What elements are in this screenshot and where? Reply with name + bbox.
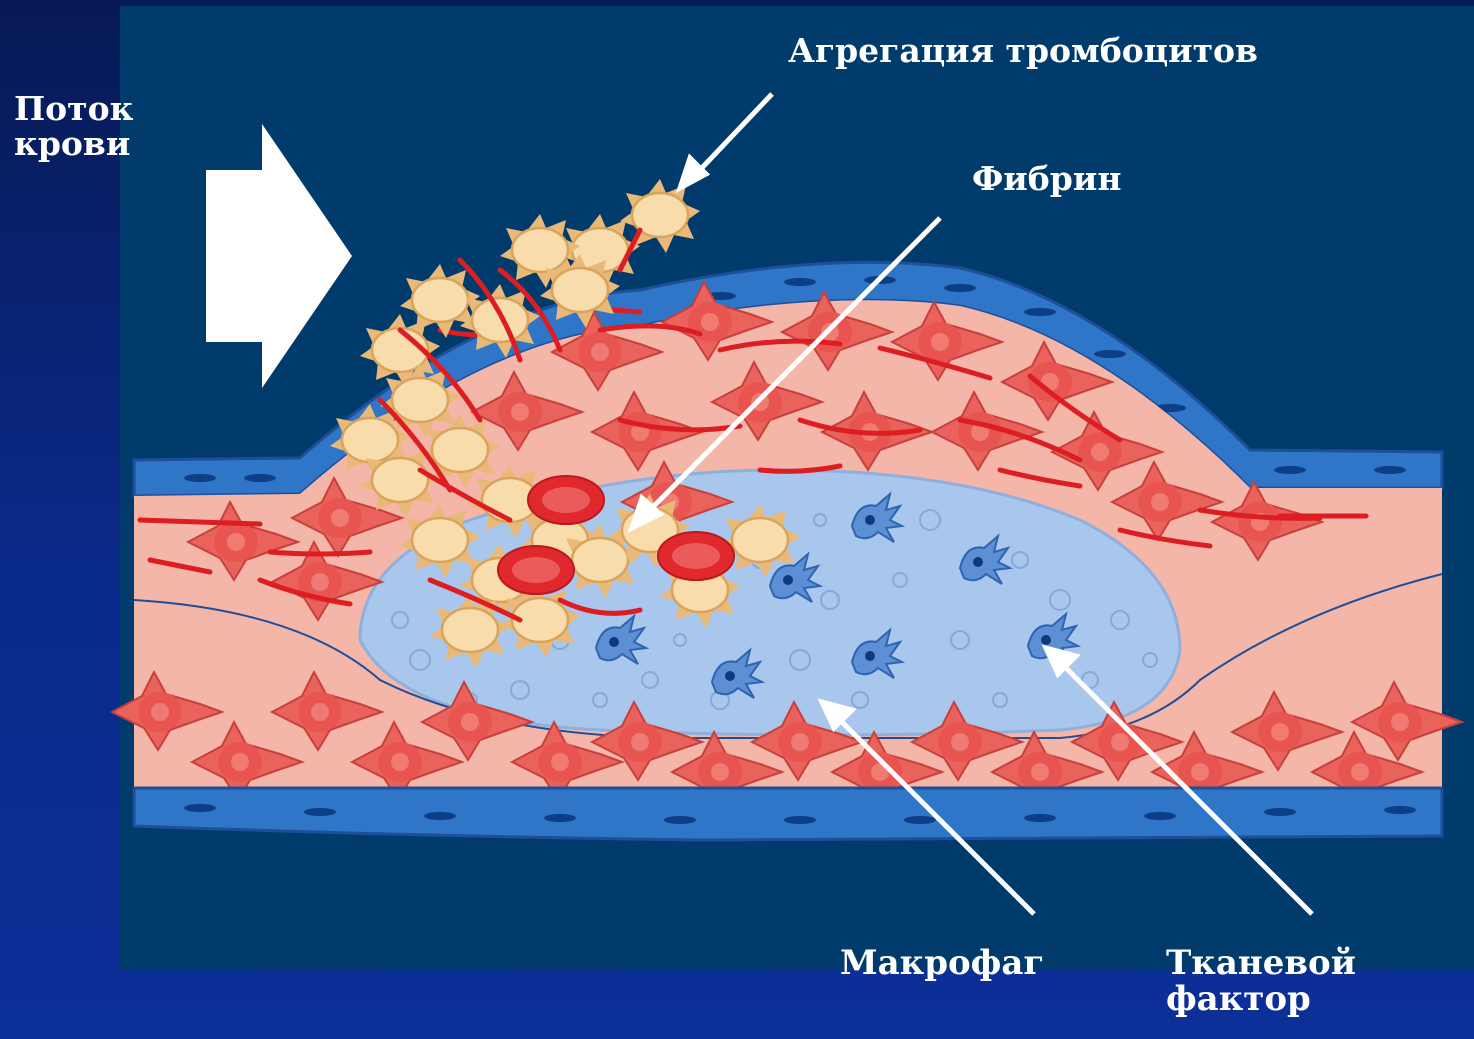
platelet-aggregation-label: Агрегация тромбоцитов [788, 34, 1258, 69]
blood-flow-label: Поток крови [14, 92, 133, 161]
fibrin-label: Фибрин [972, 162, 1122, 197]
macrophage-label: Макрофаг [840, 946, 1044, 982]
tissue-factor-label: Тканевой фактор [1166, 946, 1356, 1017]
